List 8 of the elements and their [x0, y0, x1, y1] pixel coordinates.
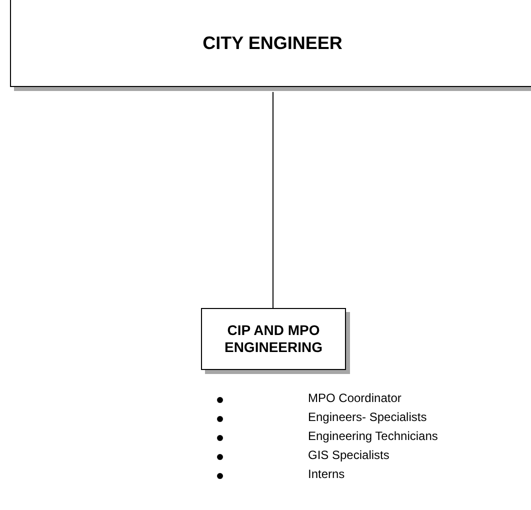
node-label: CIP AND MPO ENGINEERING — [223, 322, 324, 356]
staff-item: Interns — [308, 467, 345, 481]
staff-item: MPO Coordinator — [308, 391, 402, 405]
staff-item: GIS Specialists — [308, 448, 390, 462]
staff-item: Engineering Technicians — [308, 429, 438, 443]
connector-line — [272, 92, 274, 308]
staff-item: Engineers- Specialists — [308, 410, 427, 424]
node-label: CITY ENGINEER — [202, 32, 342, 54]
